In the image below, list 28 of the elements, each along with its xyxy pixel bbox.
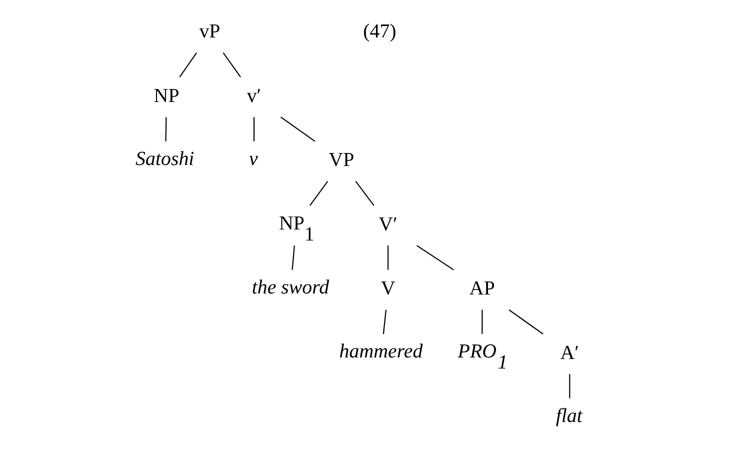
connector	[508, 309, 544, 334]
node-text: the sword	[252, 276, 330, 298]
connector	[569, 374, 570, 398]
node-text: Satoshi	[136, 148, 194, 170]
node-text: A′	[560, 342, 580, 364]
node-text: VP	[328, 149, 354, 172]
node-text: AP	[469, 278, 495, 300]
node-text: v′	[246, 84, 262, 107]
connector	[382, 310, 387, 334]
node-text: v	[249, 148, 258, 170]
connector	[222, 52, 242, 78]
connector	[387, 246, 389, 270]
connector	[292, 246, 295, 270]
connector	[355, 181, 374, 206]
node-text: NP	[154, 84, 180, 107]
connector	[253, 117, 255, 142]
connector	[179, 52, 197, 78]
connector	[416, 245, 454, 270]
connector	[165, 117, 167, 142]
connector	[309, 181, 328, 206]
connector	[482, 310, 483, 334]
node-text: V	[380, 278, 396, 300]
node-text: hammered	[339, 340, 423, 363]
node-text: flat	[556, 404, 582, 427]
label: (47)	[363, 20, 396, 43]
node-text: V′	[378, 213, 398, 236]
node-text: vP	[199, 20, 220, 43]
connector	[280, 116, 316, 142]
